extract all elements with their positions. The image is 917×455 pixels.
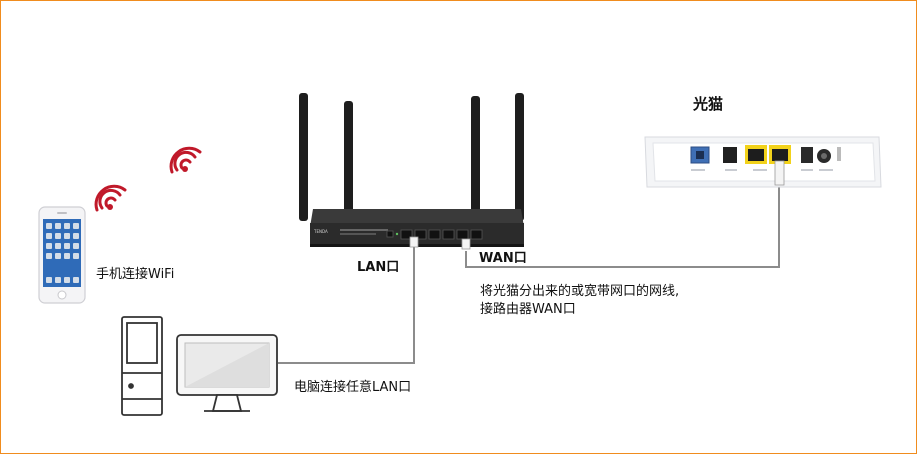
wifi-dot-icon bbox=[182, 166, 188, 172]
lan-cable bbox=[278, 241, 415, 364]
desktop-pc-icon bbox=[121, 316, 278, 416]
router-icon: TENDA bbox=[299, 93, 524, 250]
optical-modem-icon bbox=[644, 136, 882, 188]
wan-cable bbox=[465, 185, 780, 268]
phone-label: 手机连接WiFi bbox=[96, 267, 175, 282]
wifi-dot-icon bbox=[107, 204, 113, 210]
modem-title: 光猫 bbox=[693, 95, 724, 113]
pc-label: 电脑连接任意LAN口 bbox=[294, 380, 412, 395]
cable-group bbox=[278, 185, 780, 364]
wan-description-line2: 接路由器WAN口 bbox=[480, 302, 576, 317]
smartphone-icon bbox=[38, 206, 86, 304]
wan-port-label: WAN口 bbox=[479, 251, 527, 266]
wifi-signal-icon bbox=[94, 146, 202, 212]
lan-port-label: LAN口 bbox=[357, 260, 400, 275]
svg-text:TENDA: TENDA bbox=[313, 229, 328, 234]
wan-description-line1: 将光猫分出来的或宽带网口的网线, bbox=[480, 284, 680, 299]
